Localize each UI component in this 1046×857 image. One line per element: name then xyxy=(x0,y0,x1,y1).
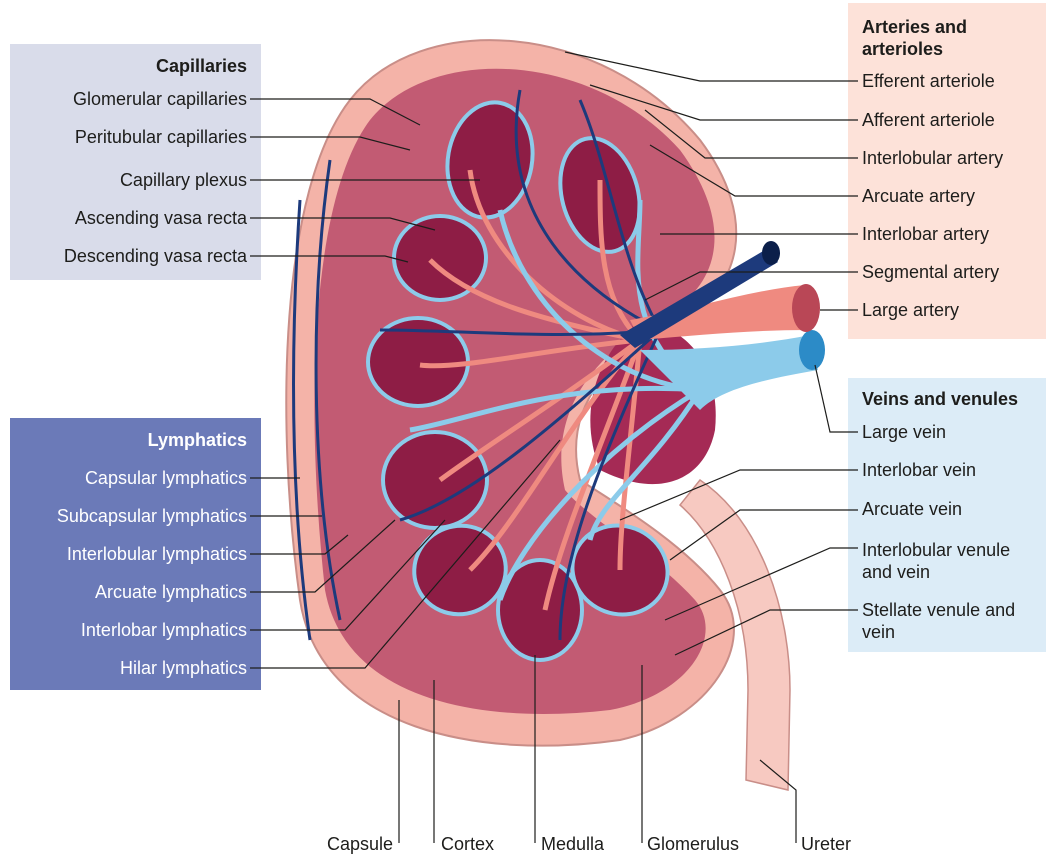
label-interlobular-artery: Interlobular artery xyxy=(862,147,1003,169)
label-medulla: Medulla xyxy=(541,833,604,855)
label-arcuate-artery: Arcuate artery xyxy=(862,185,975,207)
label-interlobar-artery: Interlobar artery xyxy=(862,223,989,245)
label-interlobular-venule-and-vein: Interlobular venule and vein xyxy=(862,539,1032,583)
label-ascending-vasa-recta: Ascending vasa recta xyxy=(10,207,247,229)
label-interlobar-lymphatics: Interlobar lymphatics xyxy=(10,619,247,641)
label-efferent-arteriole: Efferent arteriole xyxy=(862,70,995,92)
label-interlobar-vein: Interlobar vein xyxy=(862,459,976,481)
large-vein-opening xyxy=(799,330,825,370)
segmental-artery-opening xyxy=(762,241,780,265)
veins-heading: Veins and venules xyxy=(862,388,1018,410)
label-capsular-lymphatics: Capsular lymphatics xyxy=(10,467,247,489)
lymphatics-heading: Lymphatics xyxy=(10,429,247,451)
label-arcuate-lymphatics: Arcuate lymphatics xyxy=(10,581,247,603)
label-hilar-lymphatics: Hilar lymphatics xyxy=(10,657,247,679)
label-ureter: Ureter xyxy=(801,833,851,855)
label-capsule: Capsule xyxy=(290,833,393,855)
arteries-heading: Arteries and arterioles xyxy=(862,16,1032,60)
capillaries-heading: Capillaries xyxy=(10,55,247,77)
label-large-vein: Large vein xyxy=(862,421,946,443)
label-subcapsular-lymphatics: Subcapsular lymphatics xyxy=(10,505,247,527)
label-descending-vasa-recta: Descending vasa recta xyxy=(10,245,247,267)
label-capillary-plexus: Capillary plexus xyxy=(10,169,247,191)
label-arcuate-vein: Arcuate vein xyxy=(862,498,962,520)
large-artery-opening xyxy=(792,284,820,332)
label-stellate-venule-and-vein: Stellate venule and vein xyxy=(862,599,1032,643)
label-glomerular-capillaries: Glomerular capillaries xyxy=(10,88,247,110)
label-large-artery: Large artery xyxy=(862,299,959,321)
label-afferent-arteriole: Afferent arteriole xyxy=(862,109,995,131)
label-peritubular-capillaries: Peritubular capillaries xyxy=(10,126,247,148)
label-cortex: Cortex xyxy=(441,833,494,855)
label-glomerulus: Glomerulus xyxy=(647,833,739,855)
label-interlobular-lymphatics: Interlobular lymphatics xyxy=(10,543,247,565)
label-segmental-artery: Segmental artery xyxy=(862,261,999,283)
